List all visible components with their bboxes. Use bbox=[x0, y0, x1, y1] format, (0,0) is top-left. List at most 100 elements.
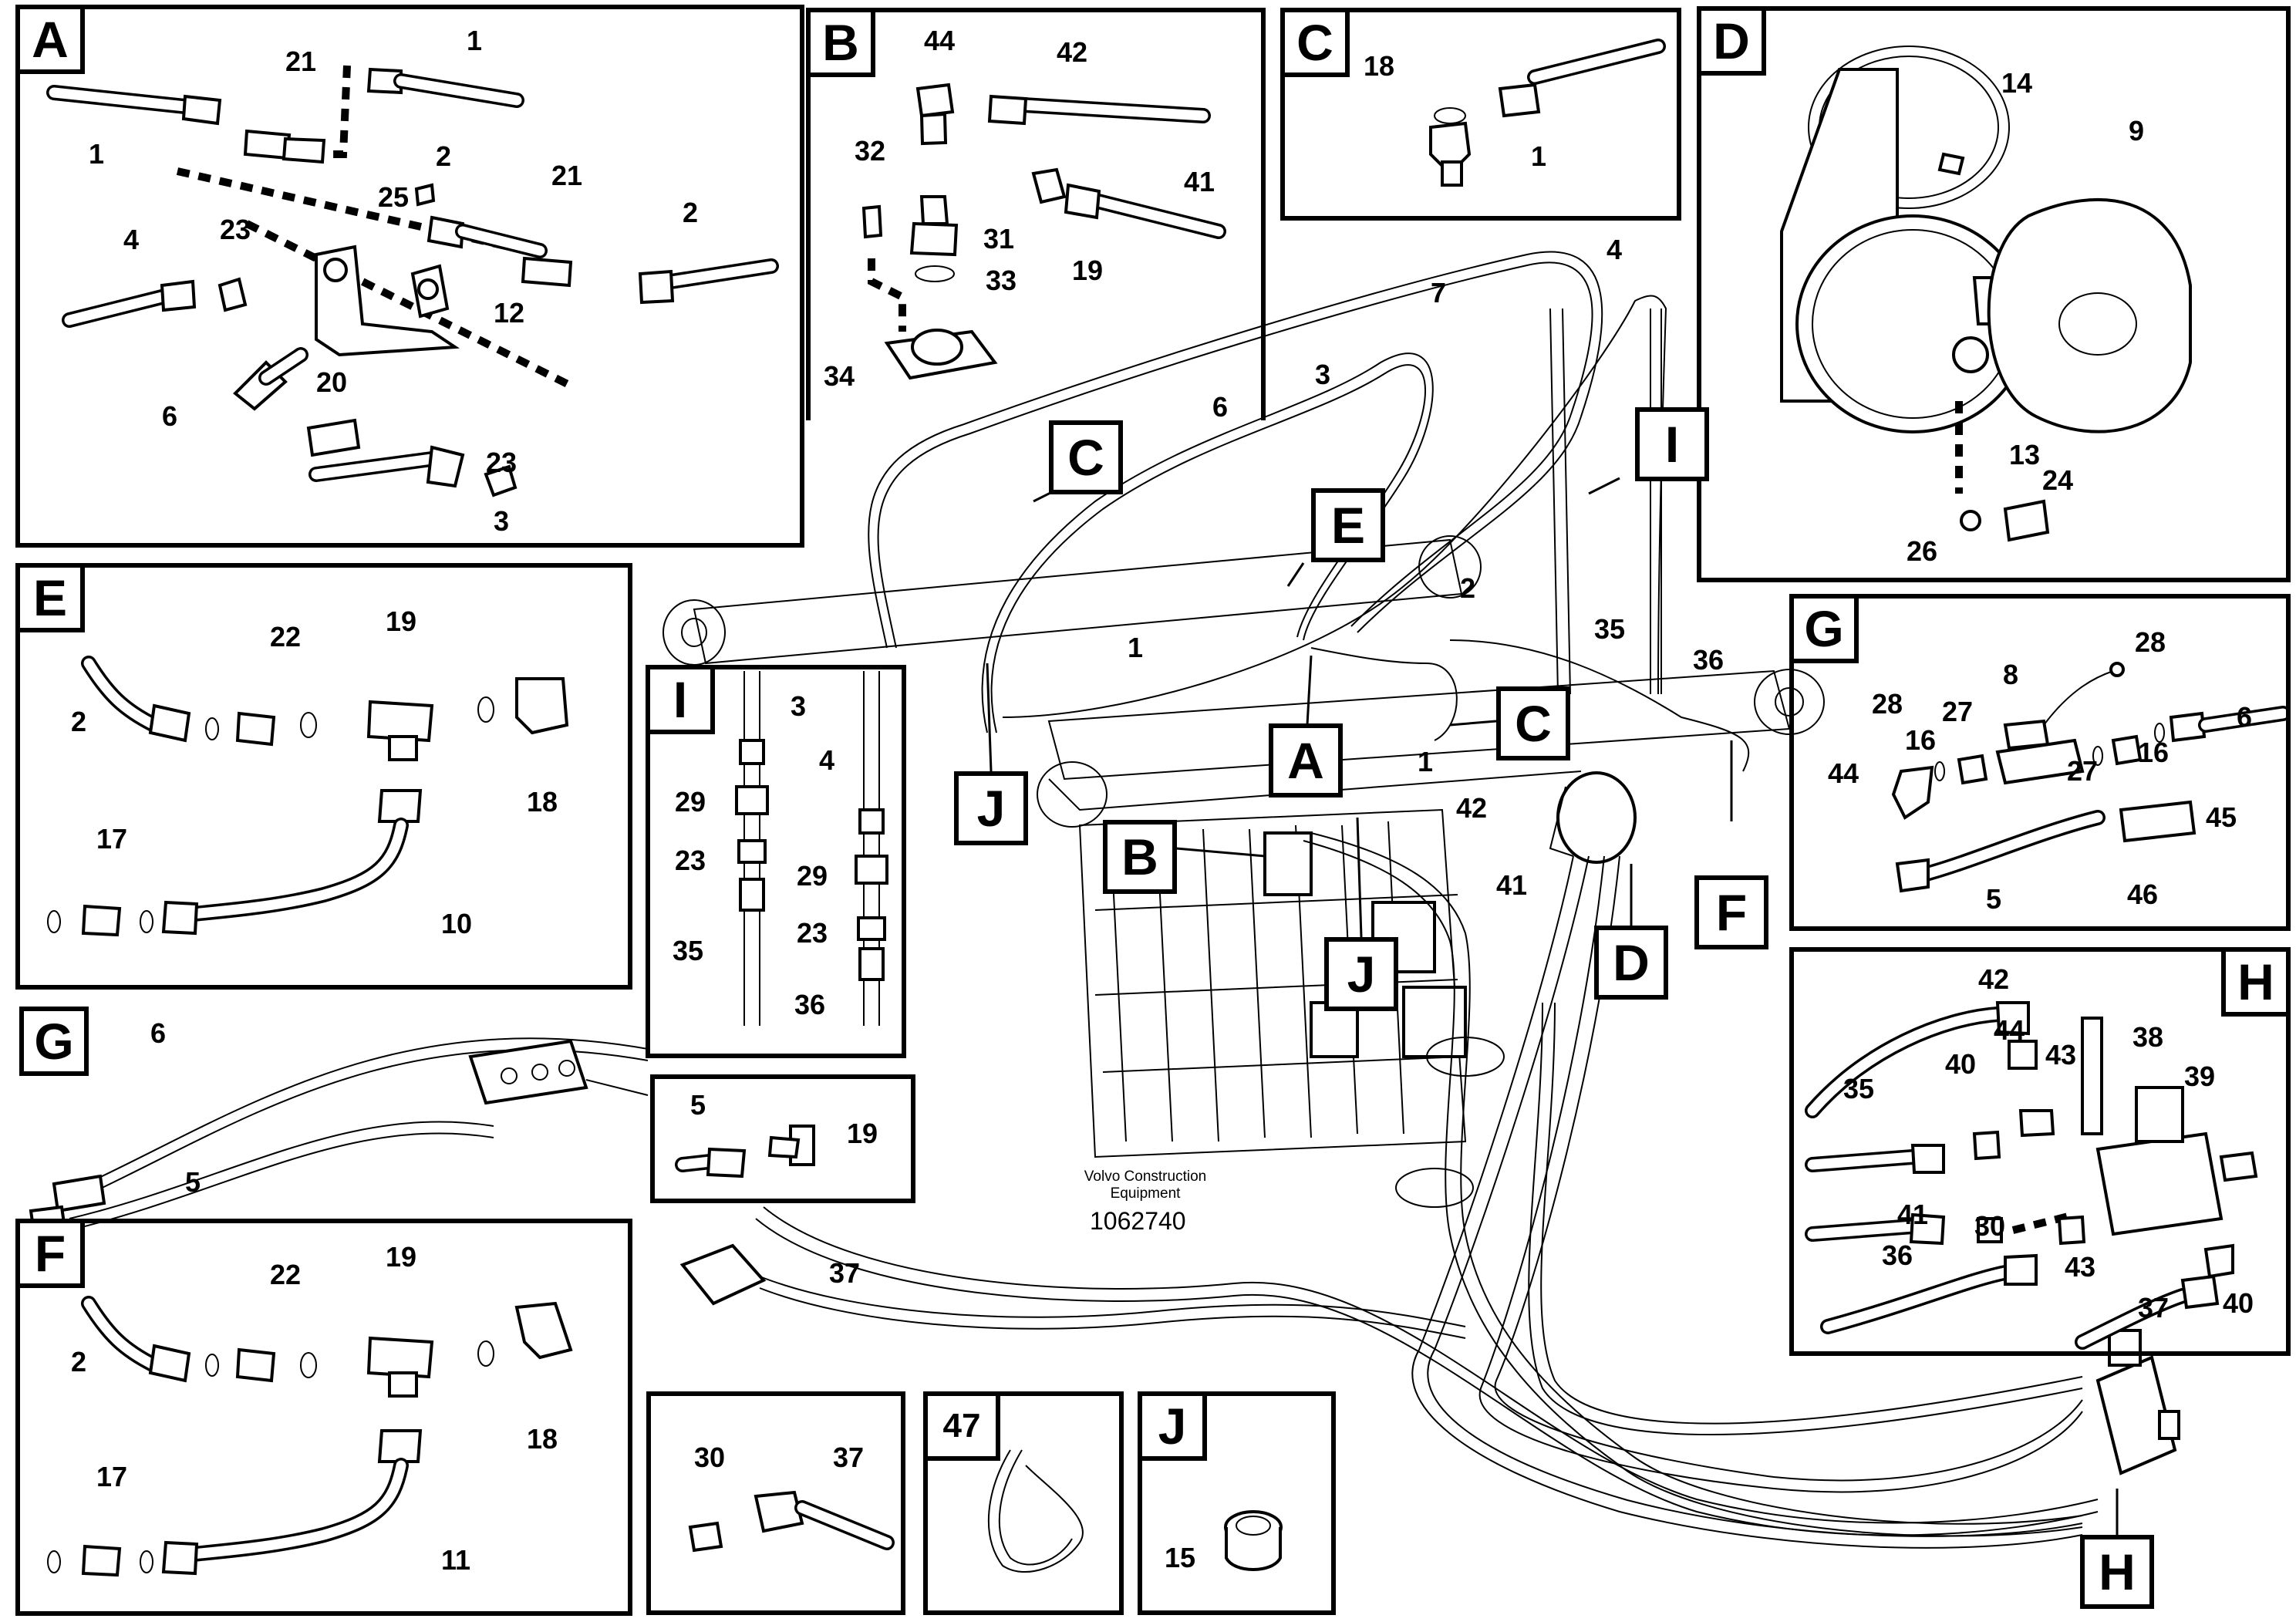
label-i-23: 23 bbox=[675, 845, 706, 876]
label-f-11: 11 bbox=[441, 1544, 471, 1576]
panel-b-art bbox=[861, 83, 1226, 380]
panel-30 bbox=[646, 1391, 905, 1615]
label-gdetail-5: 5 bbox=[185, 1166, 201, 1198]
caption-line2: Equipment bbox=[1110, 1185, 1181, 1202]
label-main-3: 3 bbox=[1315, 359, 1331, 390]
label-e-22: 22 bbox=[270, 621, 302, 653]
label-p30-30: 30 bbox=[694, 1442, 726, 1473]
label-f-2: 2 bbox=[71, 1346, 87, 1378]
label-h-40: 40 bbox=[1945, 1048, 1977, 1080]
callout-i: I bbox=[1635, 407, 1709, 481]
label-g19-19: 19 bbox=[847, 1118, 878, 1149]
panel-f-art bbox=[47, 1296, 573, 1577]
label-main-2: 2 bbox=[1460, 572, 1476, 604]
callout-a: A bbox=[1269, 723, 1343, 798]
label-i-29: 29 bbox=[675, 786, 706, 818]
label-main-41: 41 bbox=[1496, 869, 1528, 901]
callout-c-lower: C bbox=[1496, 686, 1570, 760]
label-a-2: 2 bbox=[436, 140, 452, 172]
control-valve-main bbox=[1078, 808, 1467, 1158]
panel-tag-i: I bbox=[646, 665, 715, 734]
label-g-5: 5 bbox=[1986, 883, 2002, 915]
label-d-24: 24 bbox=[2042, 464, 2074, 496]
label-b-31: 31 bbox=[983, 223, 1015, 255]
panel-c-art bbox=[1429, 39, 1666, 187]
label-i-3: 3 bbox=[791, 690, 807, 722]
label-f-19: 19 bbox=[386, 1241, 417, 1273]
panel-tag-j: J bbox=[1138, 1391, 1207, 1461]
panel-g-detail-art bbox=[29, 1037, 649, 1240]
label-g-16: 16 bbox=[1905, 724, 1937, 756]
panel-g-art bbox=[1891, 662, 2291, 893]
label-g19-5: 5 bbox=[690, 1089, 706, 1121]
label-h-35: 35 bbox=[1843, 1073, 1875, 1104]
label-b-44: 44 bbox=[924, 25, 956, 56]
panel-d-art bbox=[1780, 46, 2192, 542]
label-d-14: 14 bbox=[2001, 67, 2033, 99]
panel-g19 bbox=[650, 1074, 915, 1203]
callout-d: D bbox=[1594, 926, 1668, 1000]
label-a-3: 3 bbox=[494, 505, 510, 537]
label-a-12: 12 bbox=[494, 297, 525, 329]
label-i-35: 35 bbox=[673, 935, 704, 966]
label-h-44: 44 bbox=[1994, 1014, 2025, 1046]
label-d-26: 26 bbox=[1907, 535, 1938, 567]
panel-e bbox=[15, 563, 632, 990]
panel-30-art bbox=[688, 1490, 895, 1553]
label-e-17: 17 bbox=[96, 823, 128, 855]
panel-h-art bbox=[1805, 1001, 2258, 1350]
label-a-21: 21 bbox=[285, 46, 317, 77]
label-a-6: 6 bbox=[162, 400, 178, 432]
panel-b bbox=[806, 8, 1266, 420]
callout-j-left: J bbox=[954, 771, 1028, 845]
panel-tag-g: G bbox=[1789, 594, 1859, 663]
label-b-32: 32 bbox=[855, 135, 886, 167]
label-g-45: 45 bbox=[2206, 801, 2237, 833]
panel-tag-a: A bbox=[15, 5, 85, 74]
label-e-2: 2 bbox=[71, 706, 87, 737]
panel-tag-47: 47 bbox=[923, 1391, 1000, 1461]
main-hoses bbox=[755, 251, 2099, 1549]
panel-tag-g-detail: G bbox=[19, 1007, 89, 1076]
panel-g bbox=[1789, 594, 2291, 931]
label-a-2-right: 2 bbox=[683, 197, 699, 228]
label-b-42: 42 bbox=[1057, 36, 1088, 68]
label-g-16-right: 16 bbox=[2138, 737, 2170, 768]
panel-i-art bbox=[735, 671, 888, 1026]
label-c-1: 1 bbox=[1531, 140, 1547, 172]
label-a-1-left: 1 bbox=[89, 138, 105, 170]
label-c-18: 18 bbox=[1364, 50, 1395, 82]
label-h-43-bottom: 43 bbox=[2065, 1251, 2096, 1283]
label-g-8: 8 bbox=[2003, 659, 2019, 690]
caption-brand: Volvo Construction Equipment bbox=[1068, 1168, 1222, 1202]
label-h-30: 30 bbox=[1974, 1210, 2006, 1242]
label-a-23: 23 bbox=[220, 214, 251, 245]
label-h-42: 42 bbox=[1978, 963, 2010, 995]
label-h-43: 43 bbox=[2045, 1039, 2077, 1071]
label-main-36: 36 bbox=[1693, 644, 1725, 676]
label-p30-37: 37 bbox=[833, 1442, 865, 1473]
label-d-13: 13 bbox=[2009, 439, 2041, 470]
label-e-10: 10 bbox=[441, 908, 473, 939]
label-b-41: 41 bbox=[1184, 166, 1215, 197]
panel-d bbox=[1697, 6, 2291, 582]
label-a-4: 4 bbox=[123, 224, 140, 255]
valve-block-h-main bbox=[2095, 1329, 2180, 1475]
label-a-25: 25 bbox=[378, 181, 410, 213]
label-g-28: 28 bbox=[1872, 688, 1903, 720]
label-h-38: 38 bbox=[2132, 1021, 2164, 1053]
callout-h: H bbox=[2080, 1535, 2154, 1609]
cable-tie-icon bbox=[987, 1449, 1084, 1573]
label-g-46: 46 bbox=[2127, 878, 2159, 910]
label-g-44: 44 bbox=[1828, 757, 1859, 789]
label-a-20: 20 bbox=[316, 366, 348, 398]
panel-i bbox=[646, 665, 906, 1058]
label-b-34: 34 bbox=[824, 360, 855, 392]
label-a-1-top: 1 bbox=[467, 25, 483, 56]
label-g-27: 27 bbox=[1942, 696, 1974, 727]
panel-j bbox=[1138, 1391, 1336, 1615]
label-g-27-right: 27 bbox=[2067, 755, 2099, 787]
callout-f: F bbox=[1694, 875, 1768, 949]
label-main-6: 6 bbox=[1212, 391, 1229, 423]
